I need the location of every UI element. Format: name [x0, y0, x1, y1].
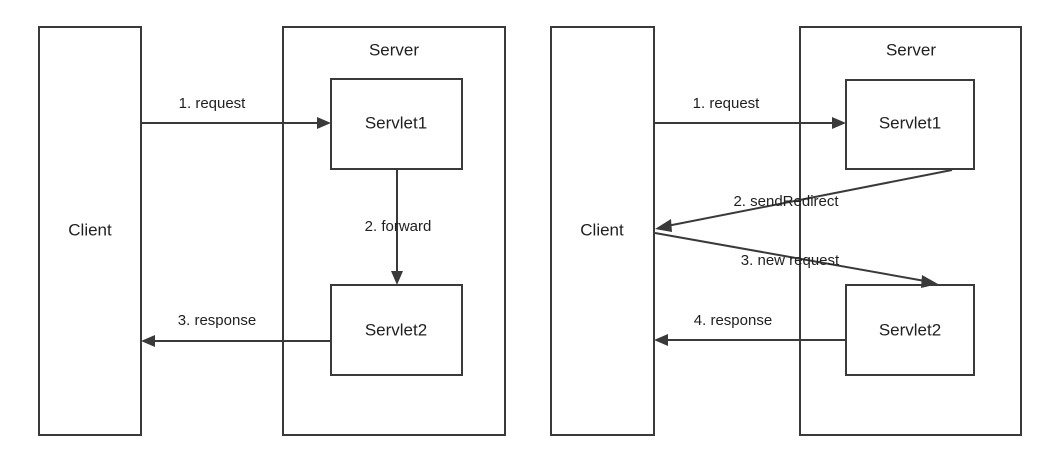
servlet1-box-redirect	[845, 79, 975, 170]
client-label-forward: Client	[68, 220, 112, 239]
edge-label-forward-forward: 2. forward	[365, 218, 432, 235]
edge-label-response-redirect: 4. response	[694, 312, 772, 329]
servlet1-box-forward	[330, 78, 463, 170]
edge-arrowhead-sendredirect	[655, 219, 672, 232]
edge-label-request-forward: 1. request	[179, 95, 247, 112]
client-box-forward	[38, 26, 142, 436]
servlet2-label-redirect: Servlet2	[879, 320, 941, 339]
server-label-redirect: Server	[886, 40, 936, 59]
edge-label-response-forward: 3. response	[178, 312, 256, 329]
edge-arrowhead-forward-forward	[391, 271, 403, 285]
edge-label-request-redirect: 1. request	[693, 95, 761, 112]
edge-label-newrequest: 3. new request	[741, 252, 840, 269]
edge-arrowhead-newrequest	[921, 275, 938, 288]
client-box-redirect	[550, 26, 655, 436]
edge-arrowhead-request-forward	[317, 117, 331, 129]
edge-line-sendredirect	[666, 169, 953, 227]
servlet2-label-forward: Servlet2	[365, 320, 427, 339]
servlet1-label-forward: Servlet1	[365, 113, 427, 132]
sendredirect-panel: Client Server Servlet1 Servlet2 1. reque…	[550, 26, 1022, 436]
servlet1-label-redirect: Servlet1	[879, 113, 941, 132]
edge-label-sendredirect: 2. sendRedirect	[733, 193, 839, 210]
servlet2-box-redirect	[845, 284, 975, 376]
edge-arrowhead-response-redirect	[654, 334, 668, 346]
client-label-redirect: Client	[580, 220, 624, 239]
servlet2-box-forward	[330, 284, 463, 376]
edge-line-newrequest	[654, 232, 926, 282]
server-label-forward: Server	[369, 40, 419, 59]
edge-arrowhead-response-forward	[141, 335, 155, 347]
edge-arrowhead-request-redirect	[832, 117, 846, 129]
forward-panel: Client Server Servlet1 Servlet2 1. reque…	[38, 26, 506, 436]
